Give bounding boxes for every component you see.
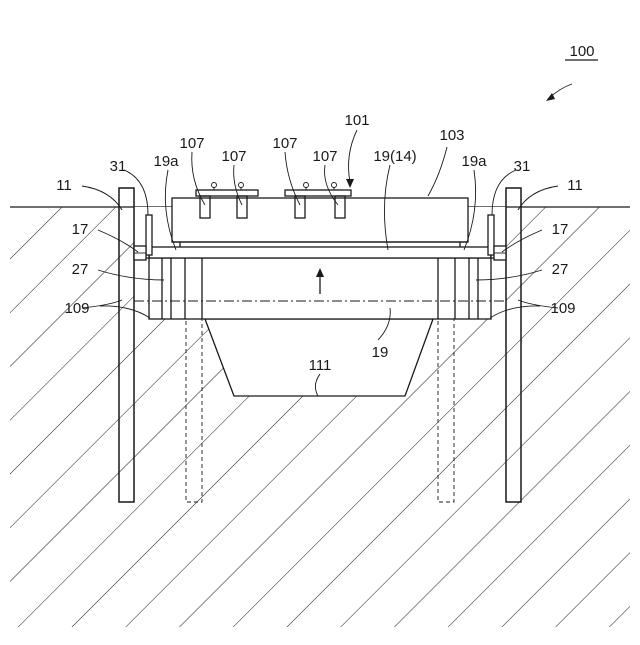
label-17-left: 17	[72, 221, 89, 238]
label-107-d: 107	[312, 148, 337, 165]
label-111: 111	[309, 357, 332, 374]
label-17-right: 17	[552, 221, 569, 238]
label-109-right: 109	[550, 300, 575, 317]
label-107-c: 107	[272, 135, 297, 152]
label-19a-left: 19a	[153, 153, 179, 170]
label-31-right: 31	[514, 158, 531, 175]
label-11-left: 11	[56, 177, 72, 194]
label-100: 100	[569, 43, 594, 60]
label-107-a: 107	[179, 135, 204, 152]
label-103: 103	[439, 127, 464, 144]
label-27-left: 27	[72, 261, 89, 278]
label-107-b: 107	[221, 148, 246, 165]
label-31-left: 31	[110, 158, 127, 175]
label-19-14: 19(14)	[373, 148, 416, 165]
label-19a-right: 19a	[461, 153, 487, 170]
upper-body-103	[172, 198, 468, 247]
deck-plate-19-14	[141, 247, 499, 258]
label-19: 19	[372, 344, 389, 361]
label-27-right: 27	[552, 261, 569, 278]
label-11-right: 11	[567, 177, 583, 194]
label-109-left: 109	[64, 300, 89, 317]
label-101: 101	[344, 112, 369, 129]
